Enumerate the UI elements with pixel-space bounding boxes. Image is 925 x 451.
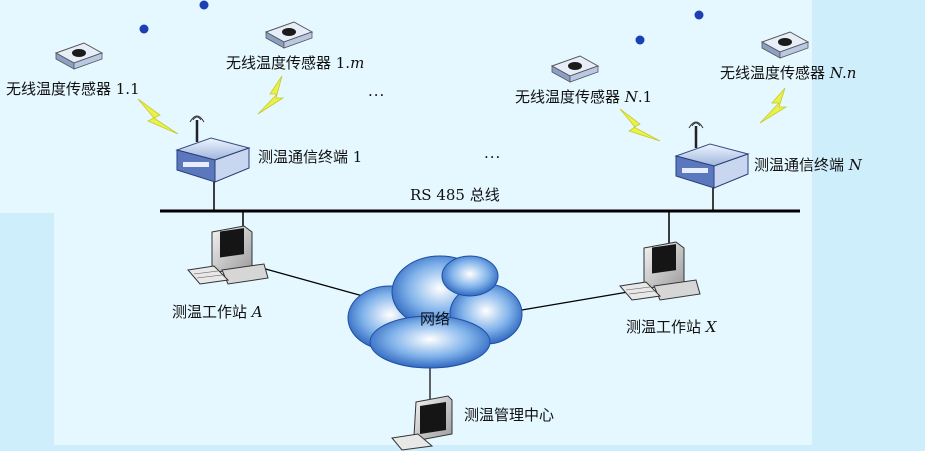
router-antenna-icon xyxy=(175,115,251,183)
dot xyxy=(694,10,704,20)
upper-panel xyxy=(0,0,812,213)
dot xyxy=(139,24,149,34)
desktop-computer-icon xyxy=(619,241,701,301)
network-cloud-icon xyxy=(347,255,523,369)
management-center-label: 测温管理中心 xyxy=(464,406,555,424)
desktop-computer-icon xyxy=(187,225,269,285)
workstation-A-label: 测温工作站 A xyxy=(172,303,263,321)
wireless-sensor-icon xyxy=(760,31,810,59)
wireless-signal-icon xyxy=(137,75,788,142)
router-antenna-icon xyxy=(674,121,750,189)
sensor-1-1-label: 无线温度传感器 1.1 xyxy=(6,80,140,98)
wireless-sensor-icon xyxy=(54,42,104,70)
wireless-sensor-icon xyxy=(264,21,314,49)
wireless-sensor-icon xyxy=(550,55,600,83)
dot xyxy=(635,35,645,45)
sensor-1-m-label: 无线温度传感器 1.m xyxy=(226,54,365,72)
bus-label: RS 485 总线 xyxy=(410,186,500,204)
dot xyxy=(199,0,209,10)
sensor-N-1-label: 无线温度传感器 N.1 xyxy=(515,88,653,106)
desktop-computer-icon xyxy=(391,395,453,451)
ellipsis-sensors-1: ··· xyxy=(368,86,386,104)
terminal-N-label: 测温通信终端 N xyxy=(754,156,862,174)
terminal-1-label: 测温通信终端 1 xyxy=(258,148,363,166)
ellipsis-terminals: ··· xyxy=(484,148,502,166)
signal-dots xyxy=(139,0,704,45)
link-A-cloud xyxy=(261,267,371,299)
sensor-N-n-label: 无线温度传感器 N.n xyxy=(720,64,857,82)
workstation-X-label: 测温工作站 X xyxy=(626,318,717,336)
link-X-cloud xyxy=(509,291,629,313)
network-label: 网络 xyxy=(420,310,451,328)
